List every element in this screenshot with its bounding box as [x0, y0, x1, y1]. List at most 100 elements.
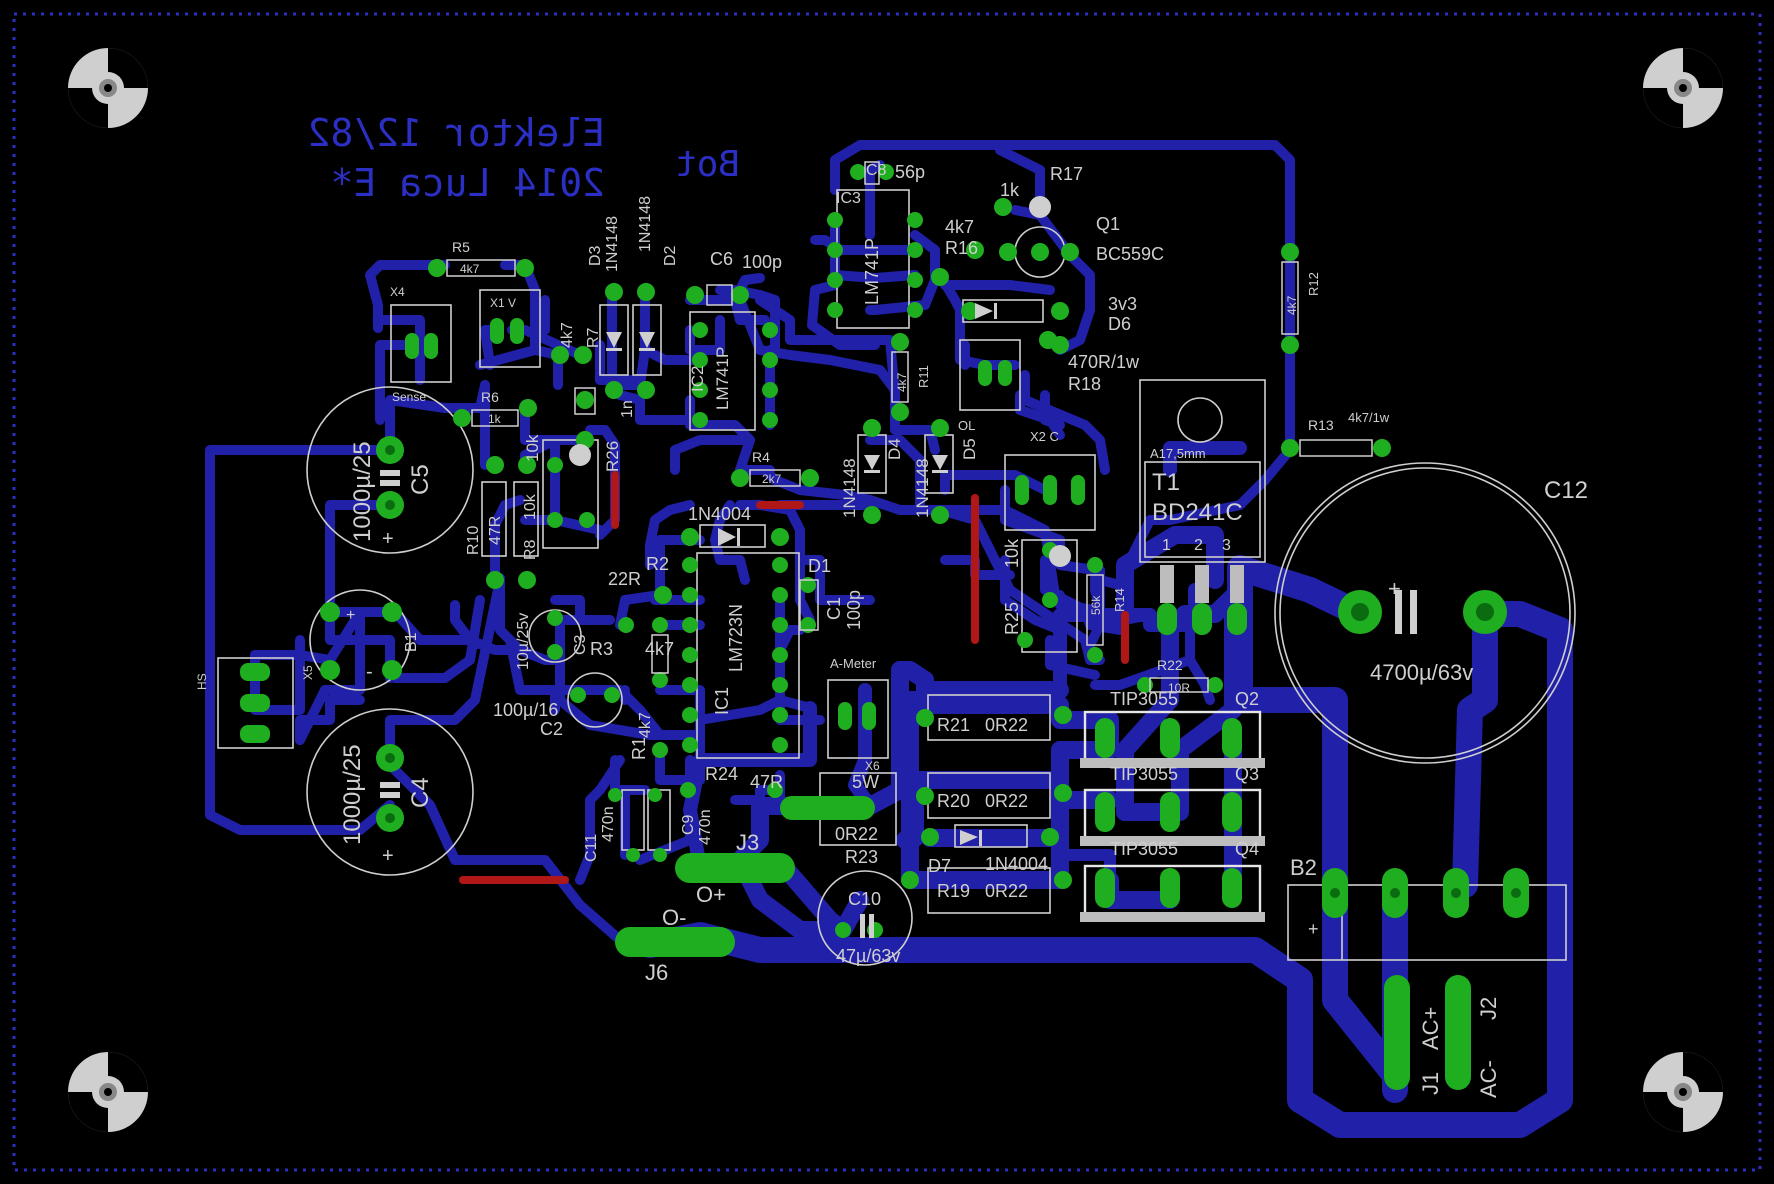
label-j1v: AC+ [1418, 1007, 1443, 1050]
label-r18: R18 [1068, 374, 1101, 394]
label-c10: C10 [848, 889, 881, 909]
label-r10v: 47R [487, 516, 504, 545]
label-t1h: A17,5mm [1150, 446, 1206, 461]
mounting-hole-icon [68, 48, 1723, 1132]
label-c4: C4 [407, 777, 434, 808]
component-bodies [380, 161, 1417, 938]
label-r1v: 4k7 [637, 712, 654, 738]
label-r1: R1 [629, 737, 649, 760]
label-t1-pin3: 3 [1222, 537, 1231, 554]
label-d2: D2 [662, 245, 679, 266]
label-j6: J6 [645, 960, 668, 985]
label-q2v: TIP3055 [1110, 689, 1178, 709]
label-ic1: IC1 [712, 687, 732, 715]
label-b2-plus: + [1308, 919, 1319, 939]
label-c11: C11 [583, 834, 600, 862]
label-r22: R22 [1157, 657, 1183, 673]
label-d7: D7 [928, 856, 951, 876]
label-r10: R10 [465, 526, 482, 555]
label-d6v: 3v3 [1108, 294, 1137, 314]
label-d2v: 1N4148 [637, 196, 654, 252]
label-r6: R6 [481, 389, 499, 405]
label-r11: R11 [916, 365, 931, 388]
label-d1: D1 [808, 556, 831, 576]
label-r22v: 10R [1168, 681, 1190, 695]
label-r13v: 4k7/1w [1348, 410, 1390, 425]
label-q4v: TIP3055 [1110, 839, 1178, 859]
label-q1: Q1 [1096, 214, 1120, 234]
label-r14v: 56k [1089, 595, 1103, 615]
label-r8: R8 [522, 539, 539, 560]
label-r20: R20 [937, 791, 970, 811]
label-q3v: TIP3055 [1110, 764, 1178, 784]
label-r7v: 4k7 [559, 322, 576, 348]
label-r14: R14 [1112, 588, 1127, 612]
label-r20v: 0R22 [985, 791, 1028, 811]
label-x2: X2 C [1030, 429, 1059, 444]
label-c3: C3 [572, 634, 589, 655]
label-r3: R3 [590, 639, 613, 659]
label-r19v: 0R22 [985, 881, 1028, 901]
label-x5: X5 [301, 665, 315, 680]
label-d6: D6 [1108, 314, 1131, 334]
label-ic3: IC3 [836, 190, 861, 207]
label-r5: R5 [452, 239, 470, 255]
label-r12v: 4k7 [1285, 295, 1299, 315]
label-c6: C6 [710, 249, 733, 269]
label-x4: X4 [390, 285, 405, 299]
label-d1v: 1N4004 [688, 504, 751, 524]
label-b1: B1 [403, 632, 420, 652]
label-c5-plus: + [382, 528, 394, 550]
label-c8: C8 [866, 162, 887, 179]
label-d5v: 1N4148 [913, 458, 932, 518]
label-r17: R17 [1050, 164, 1083, 184]
label-c12: C12 [1544, 477, 1588, 504]
label-d7v: 1N4004 [985, 854, 1048, 874]
label-r2v: 22R [608, 569, 641, 589]
label-r8v: 10k [522, 493, 539, 520]
label-c2v: 100µ/16 [493, 700, 558, 720]
side-label: Bot [675, 144, 740, 185]
label-c6v: 100p [742, 252, 782, 272]
title-line1: Elektor 12/82 [308, 111, 605, 155]
label-d3: D3 [587, 245, 604, 266]
label-c9v: 470n [697, 809, 714, 845]
label-r25v: 10k [1002, 538, 1022, 568]
label-r23: R23 [845, 847, 878, 867]
label-ic3v: LM741P [862, 238, 882, 305]
label-r25: R25 [1002, 602, 1022, 635]
board-outline [12, 12, 1762, 1172]
label-r12: R12 [1306, 272, 1321, 296]
label-c4-plus: + [382, 845, 394, 867]
label-r4v: 2k7 [762, 472, 782, 486]
label-r5v: 4k7 [460, 262, 480, 276]
label-opos: O+ [696, 882, 726, 907]
label-r18v: 470R/1w [1068, 352, 1140, 372]
label-ic2v: LM741P [713, 347, 732, 410]
label-r24v: 47R [750, 772, 783, 792]
label-j3: J3 [736, 830, 759, 855]
label-q2: Q2 [1235, 689, 1259, 709]
label-hs: HS [195, 673, 209, 690]
label-r7: R7 [585, 327, 602, 348]
silkscreen-labels: X4 X1 V Sense R5 4k7 R6 1k 4k7 R7 1n D3 … [195, 162, 1588, 1098]
label-r13: R13 [1308, 417, 1334, 433]
label-t1-pin2: 2 [1194, 537, 1203, 554]
label-b1-minus: - [366, 661, 373, 683]
label-q3: Q3 [1235, 764, 1259, 784]
label-r19: R19 [937, 881, 970, 901]
label-r23v: 0R22 [835, 824, 878, 844]
label-c11v: 470n [600, 806, 617, 842]
label-t1v: BD241C [1152, 499, 1243, 526]
label-c2: C2 [540, 719, 563, 739]
label-c1v: 100p [844, 590, 864, 630]
label-r11v: 4k7 [895, 372, 909, 392]
label-d5: D5 [960, 438, 979, 460]
label-r21: R21 [937, 715, 970, 735]
label-r16v: 4k7 [945, 217, 974, 237]
label-t1: T1 [1152, 469, 1180, 496]
label-r2: R2 [646, 554, 669, 574]
label-c5v: 1000µ/25 [349, 441, 376, 542]
label-r3v: 4k7 [645, 639, 674, 659]
